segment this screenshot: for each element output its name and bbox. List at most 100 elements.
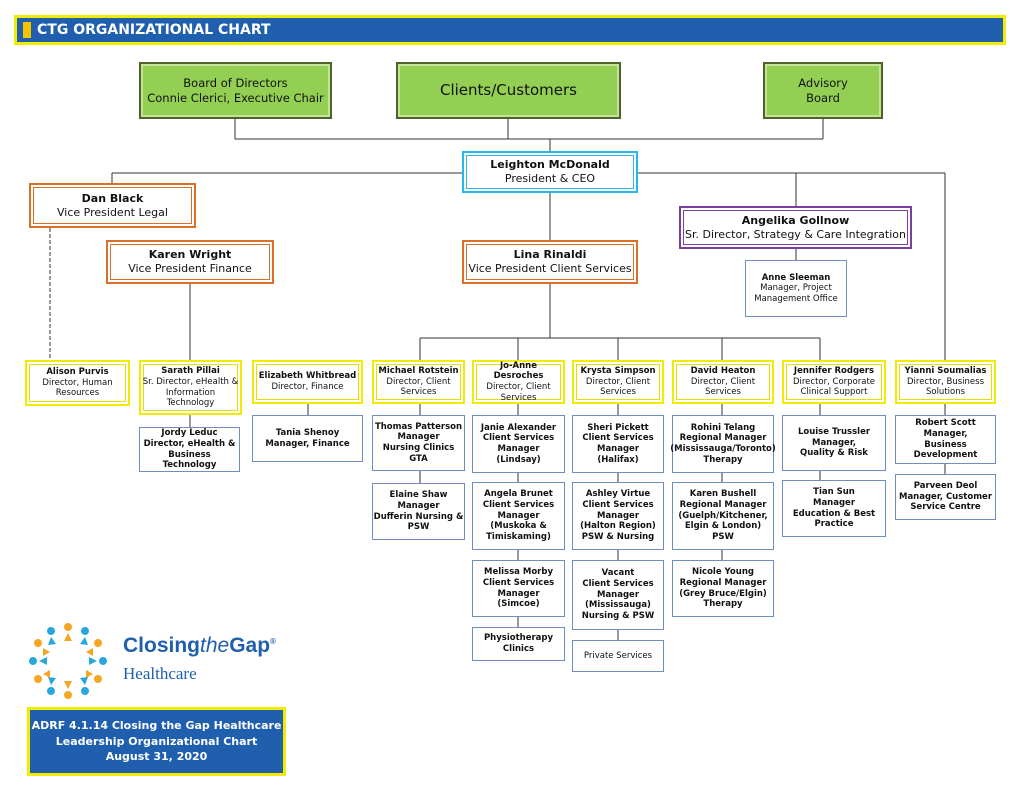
board-of-directors-box: Board of Directors Connie Clerici, Execu… <box>139 62 332 119</box>
director-name: Yianni Soumalias <box>904 366 987 377</box>
director-name: Jennifer Rodgers <box>793 366 875 377</box>
director-client-services-4-box: David Heaton Director, Client Services <box>672 360 774 404</box>
vp-legal-box: Dan Black Vice President Legal <box>29 183 196 228</box>
manager-line: Therapy <box>703 454 743 465</box>
director-name: Krysta Simpson <box>580 366 656 377</box>
manager-louise-box: Louise Trussler Manager, Quality & Risk <box>782 415 886 471</box>
flag-icon <box>23 22 31 38</box>
footer-line2: Leadership Organizational Chart <box>55 734 258 748</box>
manager-name: Janie Alexander <box>480 422 557 433</box>
manager-line: Therapy <box>703 599 743 610</box>
chart-title-bar: CTG ORGANIZATIONAL CHART <box>14 15 1006 45</box>
director-name: Michael Rotstein <box>378 366 459 377</box>
manager-robert-box: Robert Scott Manager, Business Developme… <box>895 415 996 464</box>
strategy-name: Angelika Gollnow <box>741 213 850 227</box>
manager-janie-box: Janie Alexander Client Services Manager … <box>472 415 565 473</box>
manager-line: Business Development <box>913 439 978 461</box>
director-client-services-3-box: Krysta Simpson Director, Client Services <box>572 360 664 404</box>
director-client-services-2-box: Jo-Anne Desroches Director, Client Servi… <box>472 360 565 404</box>
director-ehealth-box: Sarath Pillai Sr. Director, eHealth & In… <box>139 360 242 415</box>
manager-line: Manager <box>812 497 856 508</box>
manager-name: Robert Scott <box>915 418 976 429</box>
manager-line: Client Services <box>482 500 555 511</box>
manager-line: PSW & Nursing <box>581 531 655 542</box>
manager-name: Ashley Virtue <box>585 489 651 500</box>
board-line1: Board of Directors <box>183 76 288 91</box>
ceo-box: Leighton McDonald President & CEO <box>462 151 638 193</box>
manager-line: Manager, Customer Service Centre <box>898 491 993 513</box>
manager-sheri-box: Sheri Pickett Client Services Manager (H… <box>572 415 664 473</box>
director-title: Director, Corporate Clinical Support <box>792 376 876 398</box>
registered-mark: ® <box>270 637 276 646</box>
manager-line: (Simcoe) <box>497 599 540 610</box>
manager-line: Manager <box>596 444 640 454</box>
vp-legal-name: Dan Black <box>81 191 144 205</box>
manager-name: Tania Shenoy <box>275 427 340 438</box>
manager-line: Manager, <box>923 428 968 439</box>
manager-line: Nursing Clinics GTA <box>382 443 455 464</box>
manager-line: (Halifax) <box>597 454 639 465</box>
director-name: Elizabeth Whitbread <box>258 371 357 382</box>
manager-line: Manager <box>596 589 640 600</box>
vp-finance-box: Karen Wright Vice President Finance <box>106 240 274 284</box>
advisory-line1: Advisory <box>798 76 848 91</box>
manager-nicole-box: Nicole Young Regional Manager (Grey Bruc… <box>672 560 774 617</box>
ceo-title: President & CEO <box>504 172 596 185</box>
manager-name: Melissa Morby <box>484 567 553 578</box>
director-title: Director, Client Services <box>690 376 756 398</box>
manager-line: (Lindsay) <box>496 454 541 465</box>
clients-label: Clients/Customers <box>440 81 577 100</box>
pmo-name: Anne Sleeman <box>761 272 831 283</box>
director-title: Director, Client Services <box>486 382 551 403</box>
manager-tania-box: Tania Shenoy Manager, Finance <box>252 415 363 462</box>
clients-customers-box: Clients/Customers <box>396 62 621 119</box>
director-title: Director, Client Services <box>386 376 451 398</box>
footer-line1: ADRF 4.1.14 Closing the Gap Healthcare <box>31 718 282 732</box>
manager-line: Regional Manager <box>679 577 767 588</box>
footer-date: August 31, 2020 <box>105 750 208 764</box>
manager-line: Regional Manager <box>679 500 767 511</box>
logo-word-the: the <box>200 634 230 657</box>
manager-line: (Muskoka & Timiskaming) <box>486 521 551 542</box>
pmo-title: Manager, Project Management Office <box>754 283 838 304</box>
director-title: Director, Human Resources <box>42 377 113 399</box>
manager-parveen-box: Parveen Deol Manager, Customer Service C… <box>895 474 996 520</box>
vp-finance-name: Karen Wright <box>148 248 232 262</box>
physiotherapy-clinics-box: Physiotherapy Clinics <box>472 627 565 661</box>
board-line2: Connie Clerici, Executive Chair <box>147 90 324 105</box>
manager-title: Manager, Finance <box>265 438 350 449</box>
manager-name: Thomas Patterson <box>374 421 463 432</box>
manager-line: (Guelph/Kitchener, Elgin & London) <box>678 510 768 532</box>
director-client-services-1-box: Michael Rotstein Director, Client Servic… <box>372 360 465 404</box>
ceo-name: Leighton McDonald <box>490 158 610 172</box>
manager-line: Client Services <box>482 577 555 588</box>
private-services-box: Private Services <box>572 640 664 672</box>
logo-wordmark: ClosingtheGap® <box>123 634 276 658</box>
manager-line: Client Services <box>582 500 654 511</box>
manager-name: Parveen Deol <box>913 481 978 492</box>
manager-line: Client Services <box>582 433 654 444</box>
manager-line: Quality & Risk <box>800 448 868 459</box>
manager-title: Director, eHealth & Business Technology <box>143 438 236 471</box>
manager-name: Vacant <box>601 568 635 579</box>
manager-line: Manager <box>397 500 440 511</box>
unit-name: Physiotherapy Clinics <box>483 633 554 654</box>
director-title: Sr. Director, eHealth & Information Tech… <box>142 376 239 409</box>
manager-melissa-box: Melissa Morby Client Services Manager (S… <box>472 560 565 617</box>
manager-rohini-box: Rohini Telang Regional Manager (Mississa… <box>670 415 776 473</box>
manager-karen-bushell-box: Karen Bushell Regional Manager (Guelph/K… <box>672 482 774 550</box>
manager-line: (Grey Bruce/Elgin) <box>679 588 767 599</box>
advisory-board-box: Advisory Board <box>763 62 883 119</box>
manager-name: Louise Trussler <box>797 427 871 438</box>
manager-line: PSW <box>712 531 734 542</box>
director-title: Director, Client Services <box>585 376 651 398</box>
manager-name: Sheri Pickett <box>587 422 649 433</box>
manager-line: Regional Manager <box>679 433 767 444</box>
manager-name: Nicole Young <box>692 567 754 578</box>
strategy-director-box: Angelika Gollnow Sr. Director, Strategy … <box>679 206 912 249</box>
closing-the-gap-logo-icon <box>29 623 107 699</box>
manager-line: Nursing & PSW <box>581 610 655 621</box>
manager-line: Education & Best Practice <box>792 508 876 530</box>
manager-name: Tian Sun <box>813 487 855 498</box>
director-name: Sarath Pillai <box>161 366 220 377</box>
